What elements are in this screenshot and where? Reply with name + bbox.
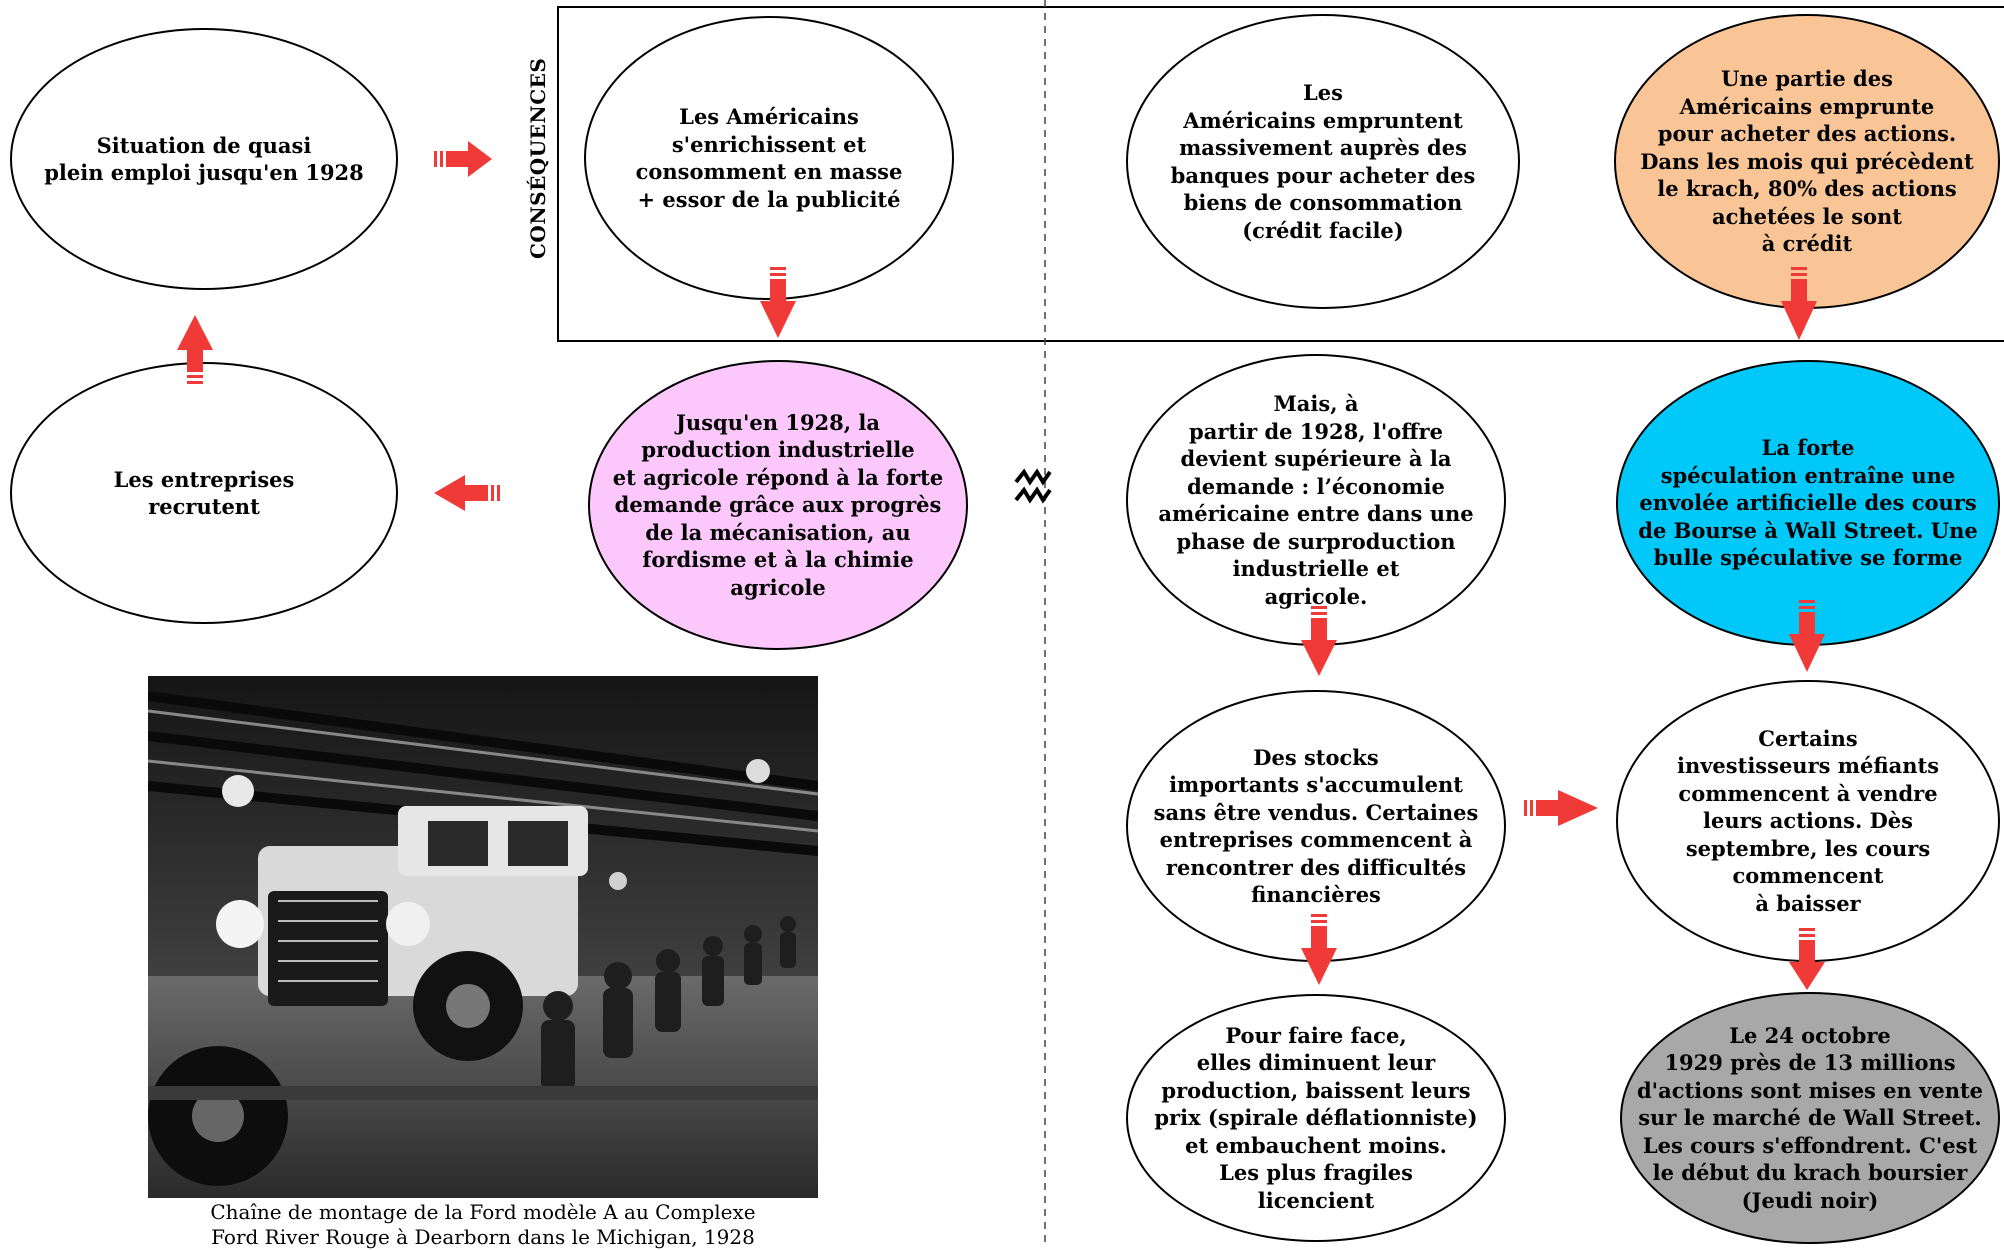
node-enrichissent: Les Américains s'enrichissent et consomm… [584,16,954,300]
node-production: Jusqu'en 1928, la production industriell… [588,360,968,650]
node-recrutent: Les entreprises recrutent [10,362,398,624]
node-vendre: Certains investisseurs méfiants commence… [1616,680,2000,962]
arrow-down-icon [760,267,796,338]
arrow-left-icon [434,475,500,511]
arrow-down-icon [1789,928,1825,990]
arrow-right-icon [1524,790,1598,826]
arrow-down-icon [1301,914,1337,985]
node-faire-face: Pour faire face, elles diminuent leur pr… [1126,994,1506,1242]
node-plein-emploi: Situation de quasi plein emploi jusqu'en… [10,28,398,290]
node-empruntent-actions: Une partie des Américains emprunte pour … [1614,14,2000,309]
arrow-up-icon [177,315,213,384]
photo-caption: Chaîne de montage de la Ford modèle A au… [210,1200,756,1249]
ford-assembly-photo [148,676,818,1198]
arrow-down-icon [1789,600,1825,672]
arrow-down-icon [1301,606,1337,676]
node-krach: Le 24 octobre 1929 près de 13 millions d… [1620,992,2000,1244]
node-surproduction: Mais, à partir de 1928, l'offre devient … [1126,354,1506,646]
photo-illustration [148,676,818,1198]
consequences-frame [557,6,2004,342]
arrow-right-icon [434,141,492,177]
arrow-down-icon [1781,267,1817,340]
mismatch-icon [1014,468,1052,504]
node-empruntent-biens: Les Américains empruntent massivement au… [1126,14,1520,309]
